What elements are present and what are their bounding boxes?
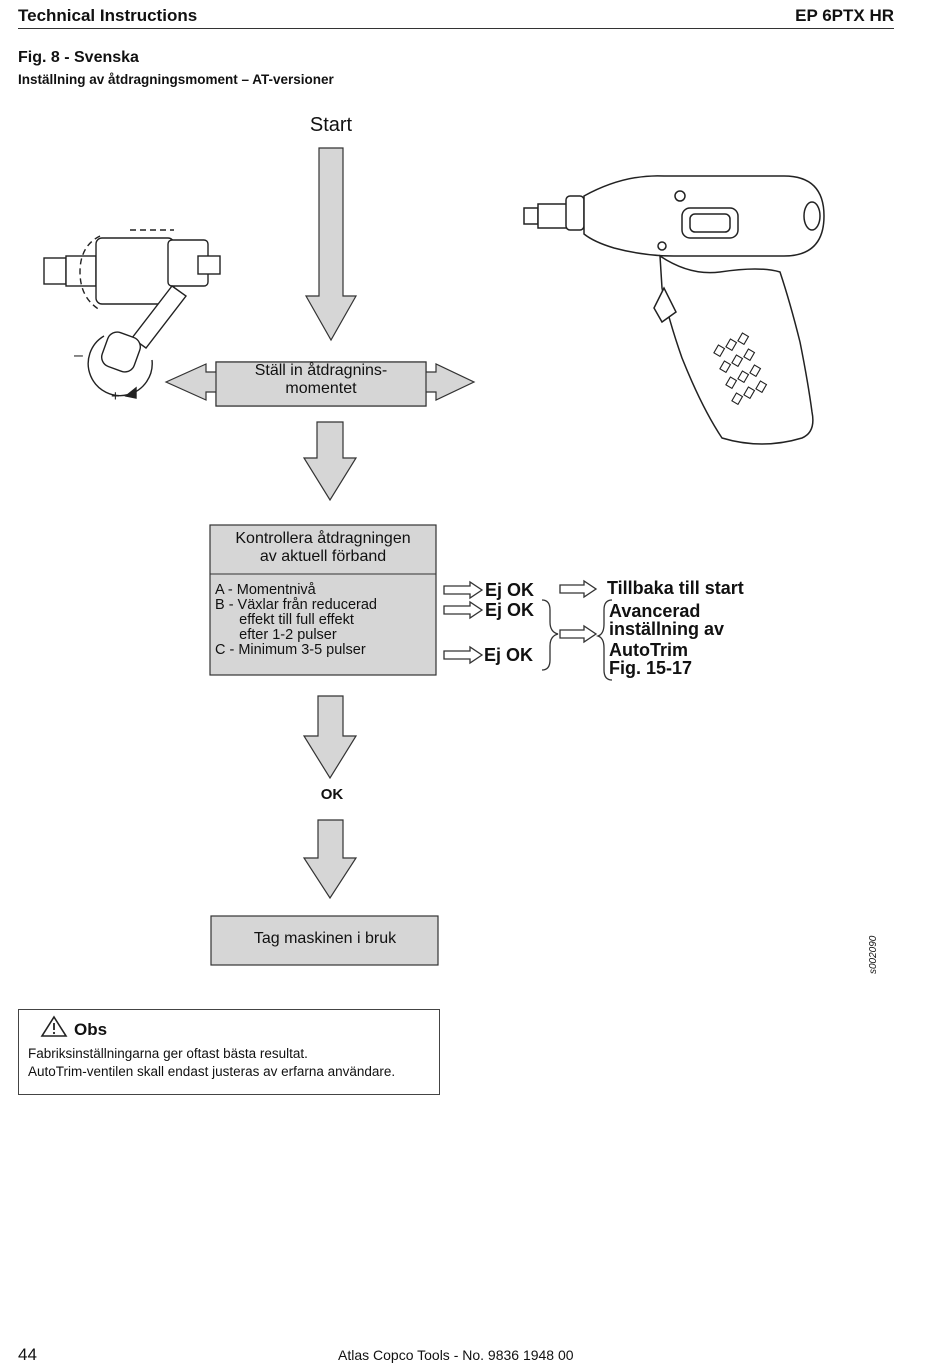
grip-texture — [713, 332, 768, 406]
ok-label: OK — [320, 786, 344, 803]
figure-subtitle: Inställning av åtdragningsmoment – AT-ve… — [18, 72, 334, 87]
check-list: A - Momentnivå B - Växlar från reducerad… — [215, 583, 377, 658]
advanced-line: AutoTrim — [609, 640, 688, 660]
check-title-line1: Kontrollera åtdragningen — [235, 530, 411, 547]
not-ok-label-c: Ej OK — [484, 645, 534, 665]
note-title: Obs — [74, 1020, 108, 1039]
not-ok-label-b: Ej OK — [485, 600, 535, 620]
set-torque-box — [215, 361, 427, 407]
check-item: A - Momentnivå — [215, 582, 316, 598]
adjustment-illustration — [43, 229, 221, 399]
use-box — [210, 915, 439, 966]
set-torque-label: Ställ in åtdragnins- momentet — [216, 362, 426, 398]
note-text-line1: Fabriksinställningarna ger oftast bästa … — [28, 1046, 308, 1061]
note-box — [18, 1009, 440, 1095]
check-item: C - Minimum 3-5 pulser — [215, 642, 366, 658]
note-text-line2: AutoTrim-ventilen skall endast justeras … — [28, 1064, 396, 1079]
image-code: s002090 — [868, 935, 879, 974]
check-item: B - Växlar från reducerad — [215, 597, 377, 613]
brace-ej-ok — [541, 599, 559, 671]
warning-icon — [40, 1015, 68, 1037]
advanced-line: Avancerad — [609, 601, 701, 621]
set-torque-line2: momentet — [285, 380, 357, 397]
tool-illustration — [523, 175, 825, 445]
down-arrow-start — [304, 147, 358, 342]
down-arrow-3 — [302, 695, 358, 780]
start-label: Start — [309, 114, 353, 136]
plus-sign: + — [111, 388, 120, 405]
check-title-line2: av aktuell förband — [259, 548, 387, 565]
header-title: Technical Instructions — [18, 6, 198, 25]
advanced-line: inställning av — [609, 619, 725, 639]
check-item: effekt till full effekt — [215, 612, 354, 628]
not-ok-label-a: Ej OK — [485, 580, 535, 600]
brace-advanced — [595, 599, 613, 681]
footer-doc-number: Atlas Copco Tools - No. 9836 1948 00 — [338, 1347, 574, 1363]
header-divider — [18, 28, 894, 29]
header-model: EP 6PTX HR — [795, 6, 894, 25]
check-title: Kontrollera åtdragningen av aktuell förb… — [210, 530, 436, 566]
use-machine-label: Tag maskinen i bruk — [253, 930, 397, 947]
minus-sign: – — [74, 347, 83, 364]
figure-title: Fig. 8 - Svenska — [18, 49, 139, 66]
page-number: 44 — [18, 1345, 37, 1364]
down-arrow-2 — [302, 421, 358, 502]
ej-ok-arrows — [443, 579, 598, 665]
down-arrow-4 — [302, 819, 358, 900]
set-torque-line1: Ställ in åtdragnins- — [254, 362, 388, 379]
advanced-label: Avancerad inställning av AutoTrim Fig. 1… — [609, 602, 724, 677]
back-to-start-label: Tillbaka till start — [607, 578, 744, 598]
advanced-line: Fig. 15-17 — [609, 658, 693, 678]
check-box — [209, 524, 437, 676]
check-item: efter 1-2 pulser — [215, 627, 337, 643]
